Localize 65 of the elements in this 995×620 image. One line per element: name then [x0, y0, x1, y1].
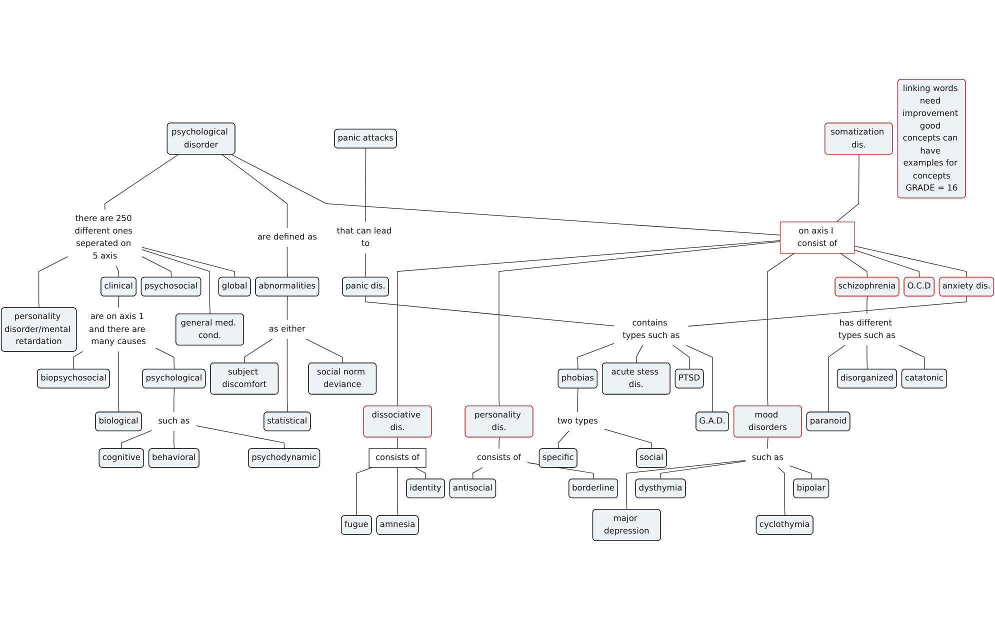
connector	[397, 467, 398, 516]
connector	[636, 344, 643, 364]
connector	[174, 430, 175, 450]
connector	[196, 425, 285, 450]
connector	[685, 344, 713, 413]
connector	[472, 467, 483, 480]
connector	[118, 296, 120, 308]
connector	[121, 430, 152, 450]
connector	[778, 467, 786, 516]
connector	[577, 343, 614, 370]
connector	[142, 249, 210, 314]
connector	[142, 256, 172, 278]
node-text: such as	[752, 453, 784, 463]
connector	[222, 154, 288, 228]
connector	[397, 437, 398, 449]
node-text: such as	[158, 416, 190, 426]
connector	[840, 252, 868, 278]
connector	[577, 388, 578, 412]
connector	[767, 437, 768, 449]
connector	[286, 246, 288, 278]
node-box: on axis I consist of	[780, 222, 855, 254]
node-text: has different types such as	[838, 318, 896, 340]
node-box: consists of	[368, 448, 426, 468]
connector	[231, 154, 781, 236]
connector	[866, 296, 868, 314]
connector	[558, 430, 570, 450]
node-text: are on axis 1 and there are many causes	[89, 312, 146, 347]
connector	[174, 388, 175, 412]
connector	[790, 465, 812, 480]
connector	[836, 154, 860, 222]
connector	[286, 296, 288, 320]
connector	[118, 351, 120, 413]
node-text: consists of	[476, 453, 522, 463]
connector	[414, 467, 426, 480]
connector	[104, 154, 179, 210]
connector	[660, 460, 746, 480]
connector	[688, 296, 968, 327]
connector	[498, 437, 500, 449]
connector	[365, 252, 366, 278]
connector	[286, 338, 288, 413]
connector	[38, 256, 68, 308]
connector	[365, 296, 614, 326]
connector	[854, 250, 920, 278]
node-text: as either	[268, 324, 306, 334]
connector	[626, 460, 746, 510]
node-text: two types	[557, 416, 598, 426]
connector	[604, 428, 652, 450]
connector	[142, 246, 236, 278]
node-text: are defined as	[257, 232, 317, 242]
connector	[244, 338, 273, 364]
connector	[828, 344, 846, 413]
connector	[866, 344, 868, 370]
node-text: that can lead to	[336, 226, 392, 248]
connector	[356, 467, 372, 516]
connector	[899, 344, 925, 370]
connector	[498, 241, 781, 406]
node-text: contains types such as	[622, 318, 680, 340]
connector	[767, 252, 795, 406]
connector	[365, 148, 366, 222]
connector	[397, 240, 781, 406]
connector	[854, 246, 968, 278]
connector	[116, 265, 120, 278]
node-text: there are 250 different ones seperated on 5 axis	[74, 214, 132, 261]
connector	[306, 338, 343, 364]
connector	[672, 344, 690, 370]
